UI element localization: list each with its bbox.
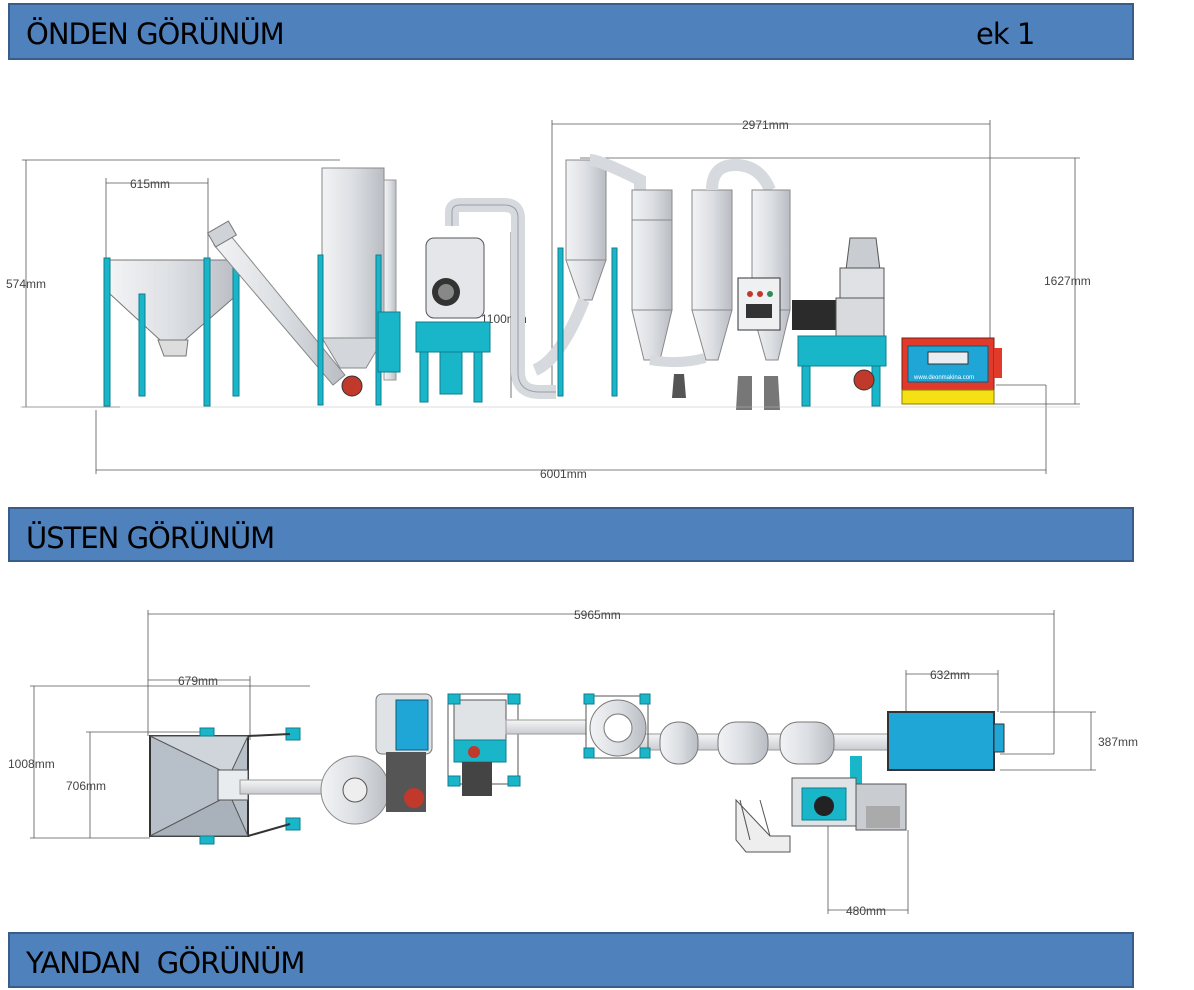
dim-top-mill-width: 480mm: [846, 904, 886, 918]
control-panel-top: [735, 798, 791, 853]
pellet-press-front: www.deonmakina.com: [901, 337, 1002, 405]
top-dimension-lines: [30, 610, 1096, 914]
brand-label: www.deonmakina.com: [913, 375, 974, 381]
appendix-tag: ek 1: [976, 17, 1035, 51]
dim-top-hopper-width: 679mm: [178, 674, 218, 688]
dim-top-outer-depth: 1008mm: [8, 757, 55, 771]
front-view-title: ÖNDEN GÖRÜNÜM: [26, 17, 285, 51]
dim-hopper-height: 574mm: [6, 277, 46, 291]
hammer-mill-top: [791, 756, 907, 831]
top-view-drawing: 5965mm 679mm 1008mm 706mm 632mm 387mm 48…: [8, 608, 1138, 918]
side-view-header: YANDAN GÖRÜNÜM: [8, 932, 1134, 988]
top-view-title: ÜSTEN GÖRÜNÜM: [26, 521, 275, 555]
pipe-top-1: [505, 719, 587, 735]
dim-top-total-length: 5965mm: [574, 608, 621, 622]
dim-hopper-width: 615mm: [130, 177, 170, 191]
front-view-header: ÖNDEN GÖRÜNÜM ek 1: [8, 3, 1134, 60]
fan-top: [447, 693, 521, 796]
pellet-press-top: [887, 711, 1005, 771]
control-panel-front: [736, 277, 781, 410]
hopper-front: [103, 257, 240, 407]
silo-front: [317, 167, 401, 406]
cyclone-drums-top: [659, 721, 835, 765]
screw-conveyor-front: [206, 220, 363, 397]
front-view-drawing: 615mm 574mm 1100mm 2971mm 1627mm 6001mm: [6, 118, 1091, 481]
silo-top: [320, 693, 433, 825]
side-view-title: YANDAN GÖRÜNÜM: [26, 946, 305, 980]
fan-front: [415, 198, 556, 403]
hopper-top: [149, 727, 301, 845]
dim-top-inner-depth: 706mm: [66, 779, 106, 793]
dim-top-press-width: 632mm: [930, 668, 970, 682]
dim-cyclone-span: 2971mm: [742, 118, 789, 132]
cyclone-top: [583, 693, 651, 759]
dim-total-length: 6001mm: [540, 467, 587, 481]
hammer-mill-front: [792, 237, 887, 407]
dim-total-height: 1627mm: [1044, 274, 1091, 288]
top-view-header: ÜSTEN GÖRÜNÜM: [8, 507, 1134, 562]
dim-top-press-depth: 387mm: [1098, 735, 1138, 749]
